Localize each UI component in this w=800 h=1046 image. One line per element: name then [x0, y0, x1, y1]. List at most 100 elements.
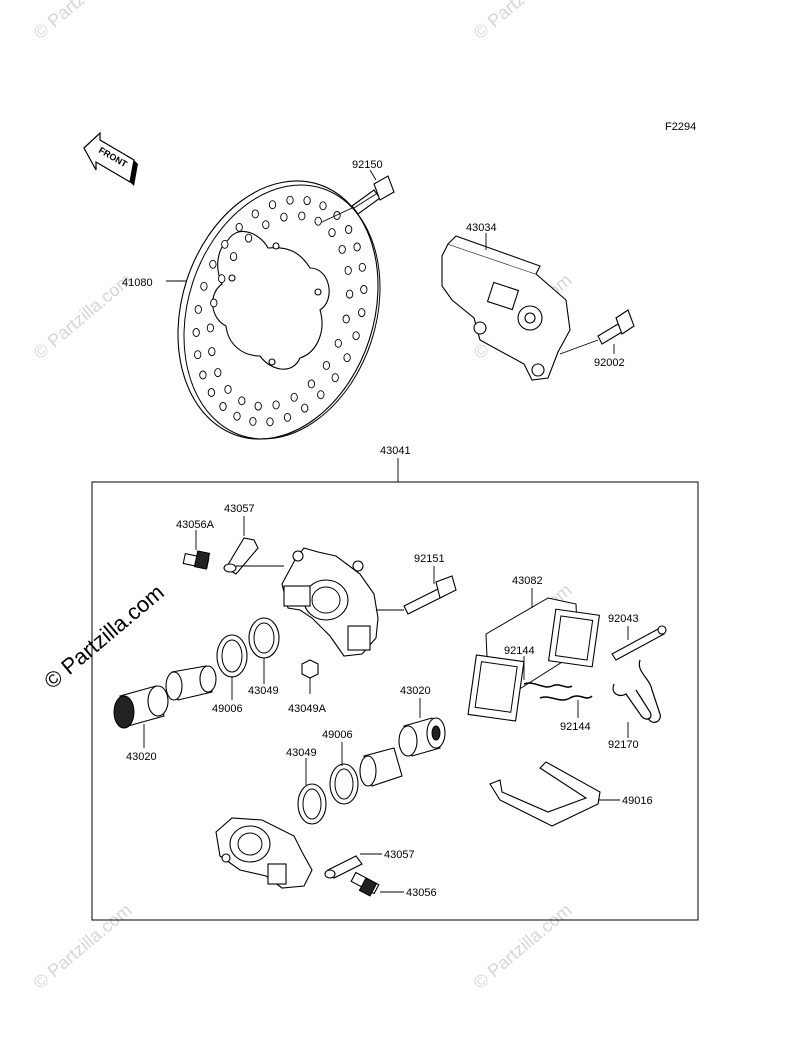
bolt-92002 [597, 309, 635, 345]
caliper-body-top [281, 547, 379, 657]
disc-hole [266, 417, 274, 427]
diagram-code: F2294 [665, 121, 696, 133]
disc-hole [344, 265, 352, 275]
label-49006-bottom: 49006 [322, 729, 353, 741]
disc-hole [358, 308, 366, 318]
disc-hole [319, 201, 327, 211]
pad-shim-49016 [489, 761, 601, 827]
watermark: © Partzilla.com [30, 270, 136, 363]
disc-hole [249, 416, 257, 426]
watermark: © Partzilla.com [470, 900, 576, 993]
piston-43020-left [113, 665, 217, 729]
disc-hole [344, 225, 353, 234]
disc-hole [314, 216, 322, 226]
label-43020-right: 43020 [400, 685, 431, 697]
disc-hole [338, 244, 346, 254]
label-92150: 92150 [352, 159, 383, 171]
label-49006-top: 49006 [212, 703, 243, 715]
piston-seals-bottom [297, 763, 359, 825]
brake-pads [467, 597, 601, 722]
disc-hole [280, 212, 288, 222]
label-92002: 92002 [594, 357, 625, 369]
disc-hole [262, 220, 270, 230]
bolt-92151 [403, 575, 457, 615]
disc-hole [307, 379, 316, 389]
bleed-cap-43057-bottom [324, 855, 363, 879]
disc-hole [334, 338, 342, 348]
label-92043: 92043 [608, 613, 639, 625]
disc-hole [345, 289, 354, 299]
disc-hole [221, 239, 229, 249]
disc-hole [360, 285, 368, 294]
washer-43049A [301, 659, 319, 679]
label-92170: 92170 [608, 739, 639, 751]
label-92144-bottom: 92144 [560, 721, 591, 733]
disc-hole [251, 209, 259, 219]
disc-hole [268, 200, 277, 210]
disc-hole [333, 211, 341, 220]
brake-disc [177, 180, 381, 440]
disc-hole [233, 411, 241, 421]
disc-hole [343, 353, 351, 363]
label-43049-top: 43049 [248, 685, 279, 697]
disc-hole [224, 384, 232, 394]
label-41080: 41080 [122, 277, 153, 289]
disc-hole [207, 388, 216, 397]
disc-hole [194, 304, 202, 314]
label-43049-bottom: 43049 [286, 747, 317, 759]
label-43082: 43082 [512, 575, 543, 587]
watermark: © Partzilla.com [30, 900, 136, 993]
bleed-valve-43056 [350, 871, 380, 897]
piston-seals-top [216, 617, 280, 678]
watermark: © Partzilla.com [470, 0, 576, 43]
disc-hole [352, 331, 360, 341]
disc-hole [194, 350, 202, 360]
front-arrow-icon: FRONT [83, 131, 138, 186]
disc-hole [206, 323, 215, 333]
label-43034: 43034 [466, 222, 497, 234]
disc-hole [238, 396, 246, 406]
clips-92170 [612, 659, 661, 723]
disc-hole [209, 259, 217, 269]
label-43057-top: 43057 [224, 503, 255, 515]
bleed-valve-43056A [182, 550, 211, 570]
disc-hole [208, 347, 216, 357]
disc-hole [303, 196, 311, 206]
disc-hole [342, 314, 350, 324]
pad-pin-92043 [611, 625, 667, 661]
disc-hole [192, 328, 200, 337]
disc-hole [218, 274, 226, 284]
assembly-box [91, 481, 699, 921]
disc-hole [272, 400, 280, 410]
label-92144-top: 92144 [504, 645, 535, 657]
disc-hole [301, 403, 309, 413]
disc-hole [317, 390, 325, 400]
disc-hole [353, 242, 361, 252]
disc-hole [286, 195, 294, 205]
label-43020-left: 43020 [126, 751, 157, 763]
disc-hole [254, 401, 262, 411]
label-43041: 43041 [380, 445, 411, 457]
disc-hole [200, 281, 208, 291]
disc-hole [210, 298, 218, 308]
disc-hole [229, 252, 238, 262]
label-43056: 43056 [406, 887, 437, 899]
bolt-92150 [351, 175, 395, 215]
watermark-bold: © Partzilla.com [39, 579, 169, 693]
disc-hole [214, 368, 222, 378]
label-49016: 49016 [622, 795, 653, 807]
disc-hole [298, 211, 306, 221]
label-92151: 92151 [414, 553, 445, 565]
disc-hole [235, 222, 243, 232]
pad-springs-92144 [523, 682, 593, 701]
label-43057-bottom: 43057 [384, 849, 415, 861]
caliper-body-bottom [215, 817, 313, 889]
disc-hole [328, 228, 336, 238]
label-43056A: 43056A [176, 519, 215, 531]
disc-hole [219, 402, 227, 411]
disc-hole [283, 412, 292, 422]
watermark: © Partzilla.com [30, 0, 136, 43]
disc-hole [244, 233, 253, 243]
disc-hole [331, 373, 339, 383]
piston-43020-right [359, 717, 446, 787]
